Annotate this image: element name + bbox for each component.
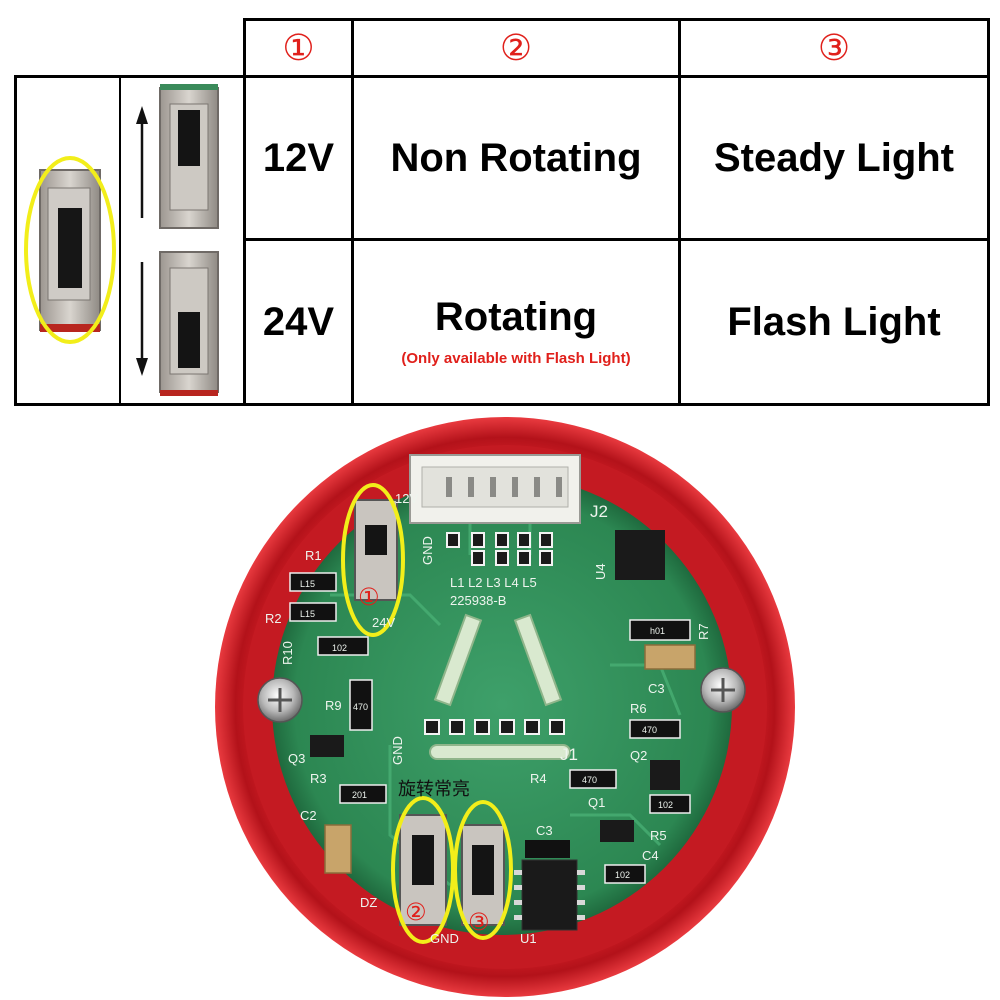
res-label: 201: [352, 790, 367, 800]
label-gnd-2: GND: [390, 736, 405, 765]
res-label: 102: [658, 800, 673, 810]
marker-1: ①: [358, 583, 380, 611]
res-label: h01: [650, 626, 665, 636]
row1-rotation: Non Rotating: [390, 135, 642, 180]
label-12v: 12V: [395, 491, 418, 506]
label-r3: R3: [310, 771, 327, 786]
label-r7: R7: [696, 623, 711, 640]
res-label: L15: [300, 609, 315, 619]
marker-2: ②: [405, 898, 427, 926]
pcb-board-photo: 12V 24V GND GND GND J1 J2 U1 U4 R1 R2 R3…: [215, 417, 795, 997]
label-r5: R5: [650, 828, 667, 843]
res-label: 470: [642, 725, 657, 735]
label-r1: R1: [305, 548, 322, 563]
switch-1-highlight: [341, 483, 405, 637]
label-c2: C2: [300, 808, 317, 823]
switch-photo-large: [24, 156, 116, 344]
label-u4: U4: [593, 563, 608, 580]
label-r9: R9: [325, 698, 342, 713]
label-r10: R10: [280, 641, 295, 665]
marker-3: ③: [468, 908, 490, 936]
label-dz: DZ: [360, 895, 377, 910]
label-q3: Q3: [288, 751, 305, 766]
res-label: L15: [300, 579, 315, 589]
label-q1: Q1: [588, 795, 605, 810]
switch-settings-table: ① ② ③ 12V Non Rotating Steady Light 24V …: [14, 18, 990, 406]
label-r4: R4: [530, 771, 547, 786]
label-j1: J1: [560, 745, 578, 764]
label-gnd-3: GND: [430, 931, 459, 946]
row2-light: Flash Light: [727, 299, 941, 344]
res-label: 102: [332, 643, 347, 653]
row1-voltage: 12V: [262, 135, 335, 180]
switch-photo-down: [136, 251, 219, 396]
switch-3-highlight: [453, 800, 513, 940]
label-q2: Q2: [630, 748, 647, 763]
label-r2: R2: [265, 611, 282, 626]
label-c3-bottom: C3: [536, 823, 553, 838]
label-chinese: 旋转常亮: [398, 779, 470, 799]
label-u1: U1: [520, 931, 537, 946]
label-r6: R6: [630, 701, 647, 716]
row2-rotation: Rotating: [434, 294, 598, 339]
res-label: 470: [582, 775, 597, 785]
row2-voltage: 24V: [262, 299, 335, 344]
row2-rotation-note: (Only available with Flash Light): [401, 349, 631, 367]
label-j2: J2: [590, 502, 608, 521]
res-label: 102: [615, 870, 630, 880]
header-col-3: ③: [817, 27, 851, 69]
label-c3-right: C3: [648, 681, 665, 696]
switch-photo-up: [136, 84, 219, 229]
label-part-number: 225938-B: [450, 593, 506, 608]
label-c4: C4: [642, 848, 659, 863]
res-label: 470: [353, 702, 368, 712]
row1-light: Steady Light: [713, 135, 955, 180]
label-24v: 24V: [372, 615, 395, 630]
label-gnd-1: GND: [420, 536, 435, 565]
label-leds: L1 L2 L3 L4 L5: [450, 575, 537, 590]
header-col-1: ①: [282, 27, 315, 69]
header-col-2: ②: [499, 27, 533, 69]
